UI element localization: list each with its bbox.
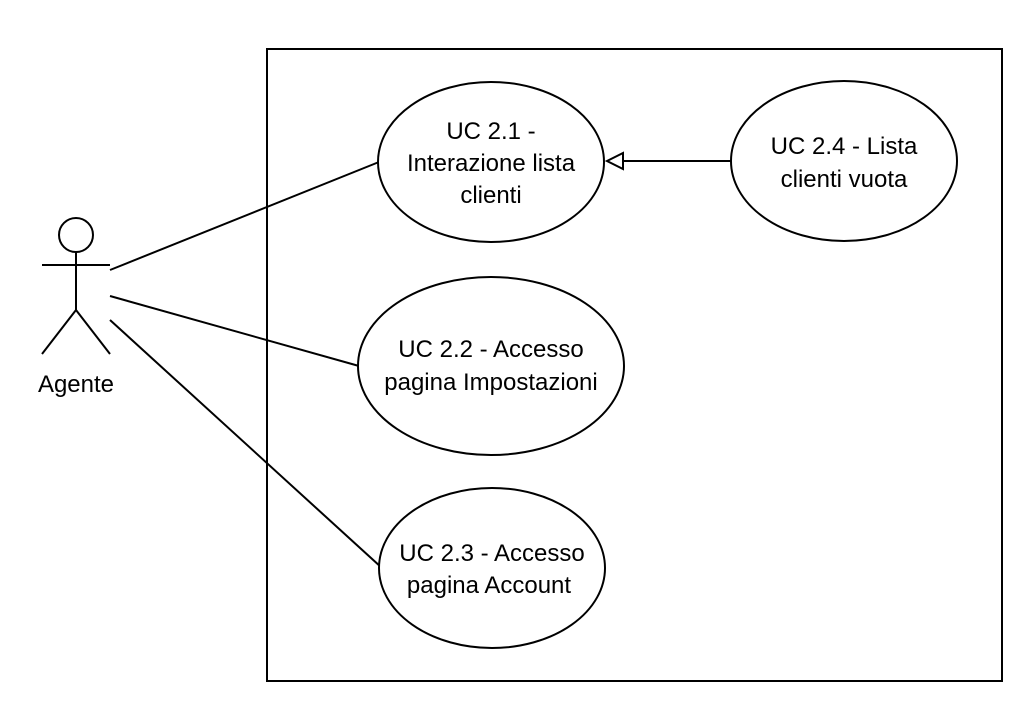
association-line-uc-2-3 bbox=[109, 319, 383, 569]
use-case-uc-2-4[interactable]: UC 2.4 - Lista clienti vuota bbox=[730, 80, 958, 242]
association-line-uc-2-2 bbox=[109, 295, 360, 367]
use-case-label-line: pagina Impostazioni bbox=[384, 369, 597, 396]
actor-agente[interactable]: Agente bbox=[38, 217, 114, 398]
use-case-label-line: UC 2.1 - bbox=[446, 118, 535, 145]
association-line-uc-2-1 bbox=[109, 161, 380, 271]
use-case-label-line: clienti bbox=[460, 182, 521, 209]
use-case-uc-2-2[interactable]: UC 2.2 - Accesso pagina Impostazioni bbox=[357, 276, 625, 456]
use-case-label-line: UC 2.4 - Lista bbox=[771, 133, 918, 160]
actor-head bbox=[58, 217, 94, 253]
use-case-label-line: Interazione lista bbox=[407, 150, 576, 177]
use-case-ellipse bbox=[730, 80, 958, 242]
use-case-ellipse bbox=[357, 276, 625, 456]
generalization-arrowhead-icon bbox=[604, 151, 624, 171]
actor-left-leg bbox=[41, 309, 77, 355]
use-case-ellipse bbox=[378, 487, 606, 649]
use-case-uc-2-1[interactable]: UC 2.1 - Interazione lista clienti bbox=[377, 81, 605, 243]
use-case-ellipse bbox=[377, 81, 605, 243]
use-case-label-line: UC 2.2 - Accesso bbox=[398, 336, 583, 363]
use-case-label-line: UC 2.3 - Accesso bbox=[399, 540, 584, 567]
use-case-uc-2-3[interactable]: UC 2.3 - Accesso pagina Account bbox=[378, 487, 606, 649]
use-case-label-line: pagina Account bbox=[407, 572, 571, 599]
actor-right-leg bbox=[75, 309, 111, 355]
actor-label: Agente bbox=[38, 371, 114, 398]
use-case-label-line: clienti vuota bbox=[781, 166, 908, 193]
